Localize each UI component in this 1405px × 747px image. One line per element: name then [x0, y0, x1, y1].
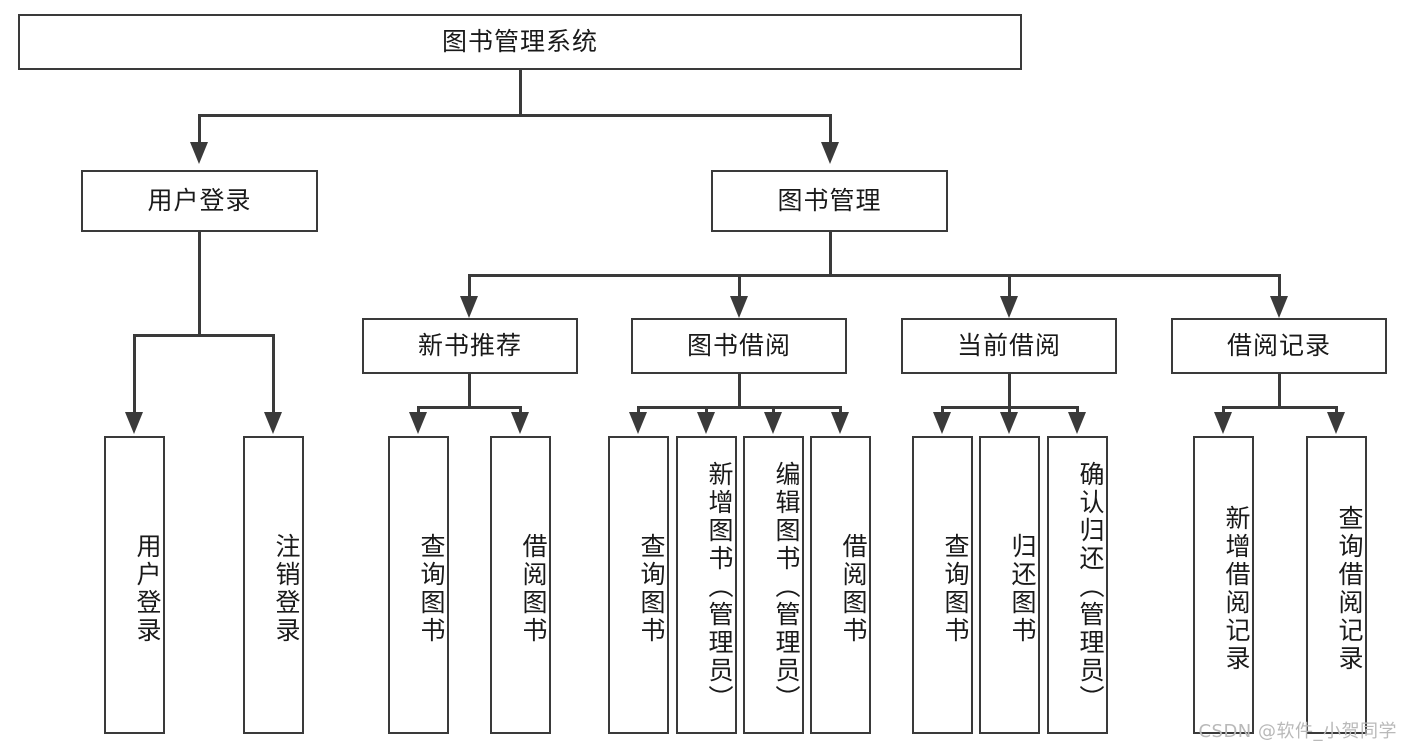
node-leaf-query-book-2[interactable]: 查询图书: [608, 436, 669, 734]
node-book-borrow[interactable]: 图书借阅: [631, 318, 847, 374]
connector-root-to-book-management: [829, 114, 832, 144]
arrowhead-leaf-query-book-3: [933, 412, 951, 434]
arrowhead-leaf-borrow-book-1: [511, 412, 529, 434]
connector-bm-to-borrow-record: [1278, 274, 1281, 298]
arrowhead-borrow-record: [1270, 296, 1288, 318]
node-current-borrow[interactable]: 当前借阅: [901, 318, 1117, 374]
node-borrow-record[interactable]: 借阅记录: [1171, 318, 1387, 374]
connector-borrow-record-leaf-1: [1222, 406, 1225, 416]
arrowhead-leaf-query-book-1: [409, 412, 427, 434]
arrowhead-book-borrow: [730, 296, 748, 318]
connector-book-management-stem: [829, 232, 832, 276]
connector-user-login-leaf-2: [272, 334, 275, 414]
connector-borrow-record-stem: [1278, 374, 1281, 408]
connector-root-to-user-login: [198, 114, 201, 144]
node-new-book-recommend[interactable]: 新书推荐: [362, 318, 578, 374]
connector-root-stem: [519, 70, 522, 115]
connector-new-book-bus: [417, 406, 521, 409]
node-root-system[interactable]: 图书管理系统: [18, 14, 1022, 70]
arrowhead-leaf-add-book: [697, 412, 715, 434]
node-leaf-confirm-return[interactable]: 确认归还（管理员）: [1047, 436, 1108, 734]
arrowhead-leaf-confirm-return: [1068, 412, 1086, 434]
connector-book-borrow-stem: [738, 374, 741, 408]
connector-book-management-bus: [468, 274, 1280, 277]
connector-user-login-bus: [134, 334, 274, 337]
arrowhead-book-management: [821, 142, 839, 164]
node-leaf-query-book-3[interactable]: 查询图书: [912, 436, 973, 734]
connector-book-borrow-leaf-1: [637, 406, 640, 416]
arrowhead-leaf-query-borrow-record: [1327, 412, 1345, 434]
arrowhead-leaf-logout-login: [264, 412, 282, 434]
connector-borrow-record-bus: [1222, 406, 1337, 409]
node-leaf-query-borrow-record[interactable]: 查询借阅记录: [1306, 436, 1367, 734]
connector-current-borrow-leaf-1: [941, 406, 944, 416]
connector-new-book-leaf-1: [417, 406, 420, 416]
connector-borrow-record-leaf-2: [1335, 406, 1338, 416]
arrowhead-leaf-return-book: [1000, 412, 1018, 434]
node-book-management[interactable]: 图书管理: [711, 170, 948, 232]
connector-current-borrow-leaf-3: [1076, 406, 1079, 416]
node-user-login[interactable]: 用户登录: [81, 170, 318, 232]
node-leaf-query-book-1[interactable]: 查询图书: [388, 436, 449, 734]
node-leaf-edit-book[interactable]: 编辑图书（管理员）: [743, 436, 804, 734]
node-leaf-return-book[interactable]: 归还图书: [979, 436, 1040, 734]
connector-book-borrow-leaf-2: [705, 406, 708, 416]
arrowhead-leaf-user-login: [125, 412, 143, 434]
connector-user-login-leaf-1: [133, 334, 136, 414]
node-leaf-add-borrow-record[interactable]: 新增借阅记录: [1193, 436, 1254, 734]
connector-root-bus: [198, 114, 832, 117]
node-leaf-add-book[interactable]: 新增图书（管理员）: [676, 436, 737, 734]
arrowhead-leaf-borrow-book-2: [831, 412, 849, 434]
connector-current-borrow-stem: [1008, 374, 1011, 408]
connector-bm-to-current-borrow: [1008, 274, 1011, 298]
connector-book-borrow-leaf-3: [772, 406, 775, 416]
node-leaf-borrow-book-1[interactable]: 借阅图书: [490, 436, 551, 734]
arrowhead-leaf-add-borrow-record: [1214, 412, 1232, 434]
node-leaf-logout-login[interactable]: 注销登录: [243, 436, 304, 734]
arrowhead-new-book-recommend: [460, 296, 478, 318]
node-leaf-borrow-book-2[interactable]: 借阅图书: [810, 436, 871, 734]
arrowhead-leaf-edit-book: [764, 412, 782, 434]
arrowhead-user-login: [190, 142, 208, 164]
connector-bm-to-new-book: [468, 274, 471, 298]
connector-current-borrow-leaf-2: [1008, 406, 1011, 416]
arrowhead-current-borrow: [1000, 296, 1018, 318]
connector-book-borrow-bus: [637, 406, 841, 409]
node-leaf-user-login[interactable]: 用户登录: [104, 436, 165, 734]
connector-bm-to-book-borrow: [738, 274, 741, 298]
connector-new-book-leaf-2: [519, 406, 522, 416]
arrowhead-leaf-query-book-2: [629, 412, 647, 434]
watermark-text: CSDN @软件_小贺同学: [1198, 721, 1397, 742]
connector-new-book-stem: [468, 374, 471, 408]
connector-book-borrow-leaf-4: [839, 406, 842, 416]
connector-user-login-stem: [198, 232, 201, 336]
